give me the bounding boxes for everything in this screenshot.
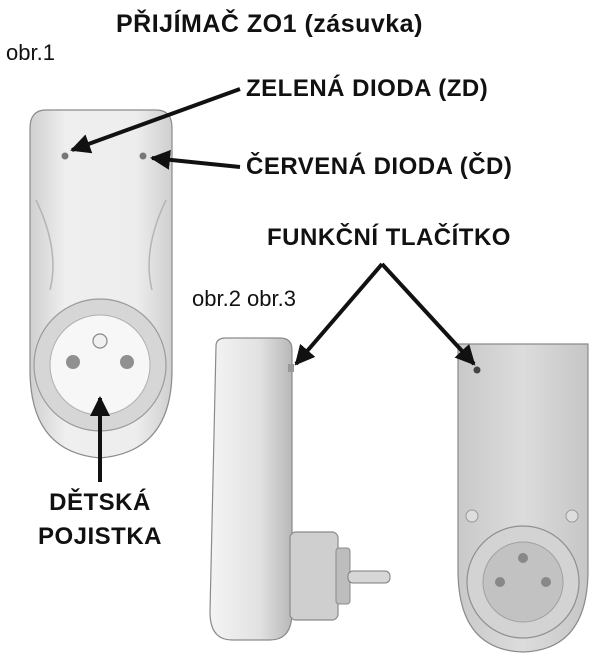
- diagram-title: PŘIJÍMAČ ZO1 (zásuvka): [116, 10, 423, 38]
- receiver-back-view: [457, 343, 589, 653]
- plug-pin: [347, 570, 391, 584]
- arrow-red-led: [150, 149, 241, 170]
- figure-1-label: obr.1: [6, 40, 55, 65]
- side-button: [288, 364, 294, 372]
- arrow-back-button: [380, 262, 476, 366]
- function-button-label: FUNKČNÍ TLAČÍTKO: [267, 224, 511, 251]
- callout-arrows: [70, 87, 476, 482]
- earth-pin: [92, 333, 108, 349]
- green-led-dot: [61, 152, 69, 160]
- arrow-side-button: [294, 262, 384, 366]
- red-led-label: ČERVENÁ DIODA (ČD): [246, 153, 513, 180]
- receiver-front-view: [29, 109, 173, 459]
- red-led-dot: [139, 152, 147, 160]
- socket-hole-right: [120, 355, 134, 369]
- socket-hole-left: [66, 355, 80, 369]
- receiver-side-view: [209, 337, 391, 641]
- child-safety-line-2: POJISTKA: [37, 523, 163, 550]
- arrow-green-led: [70, 87, 241, 154]
- function-button-dot: [473, 366, 481, 374]
- green-led-label: ZELENÁ DIODA (ZD): [246, 75, 489, 102]
- child-safety-label: DĚTSKÁ POJISTKA: [30, 486, 170, 554]
- figures-2-3-label: obr.2 obr.3: [192, 286, 296, 311]
- child-safety-line-1: DĚTSKÁ: [49, 489, 151, 516]
- plug-body: [289, 531, 339, 621]
